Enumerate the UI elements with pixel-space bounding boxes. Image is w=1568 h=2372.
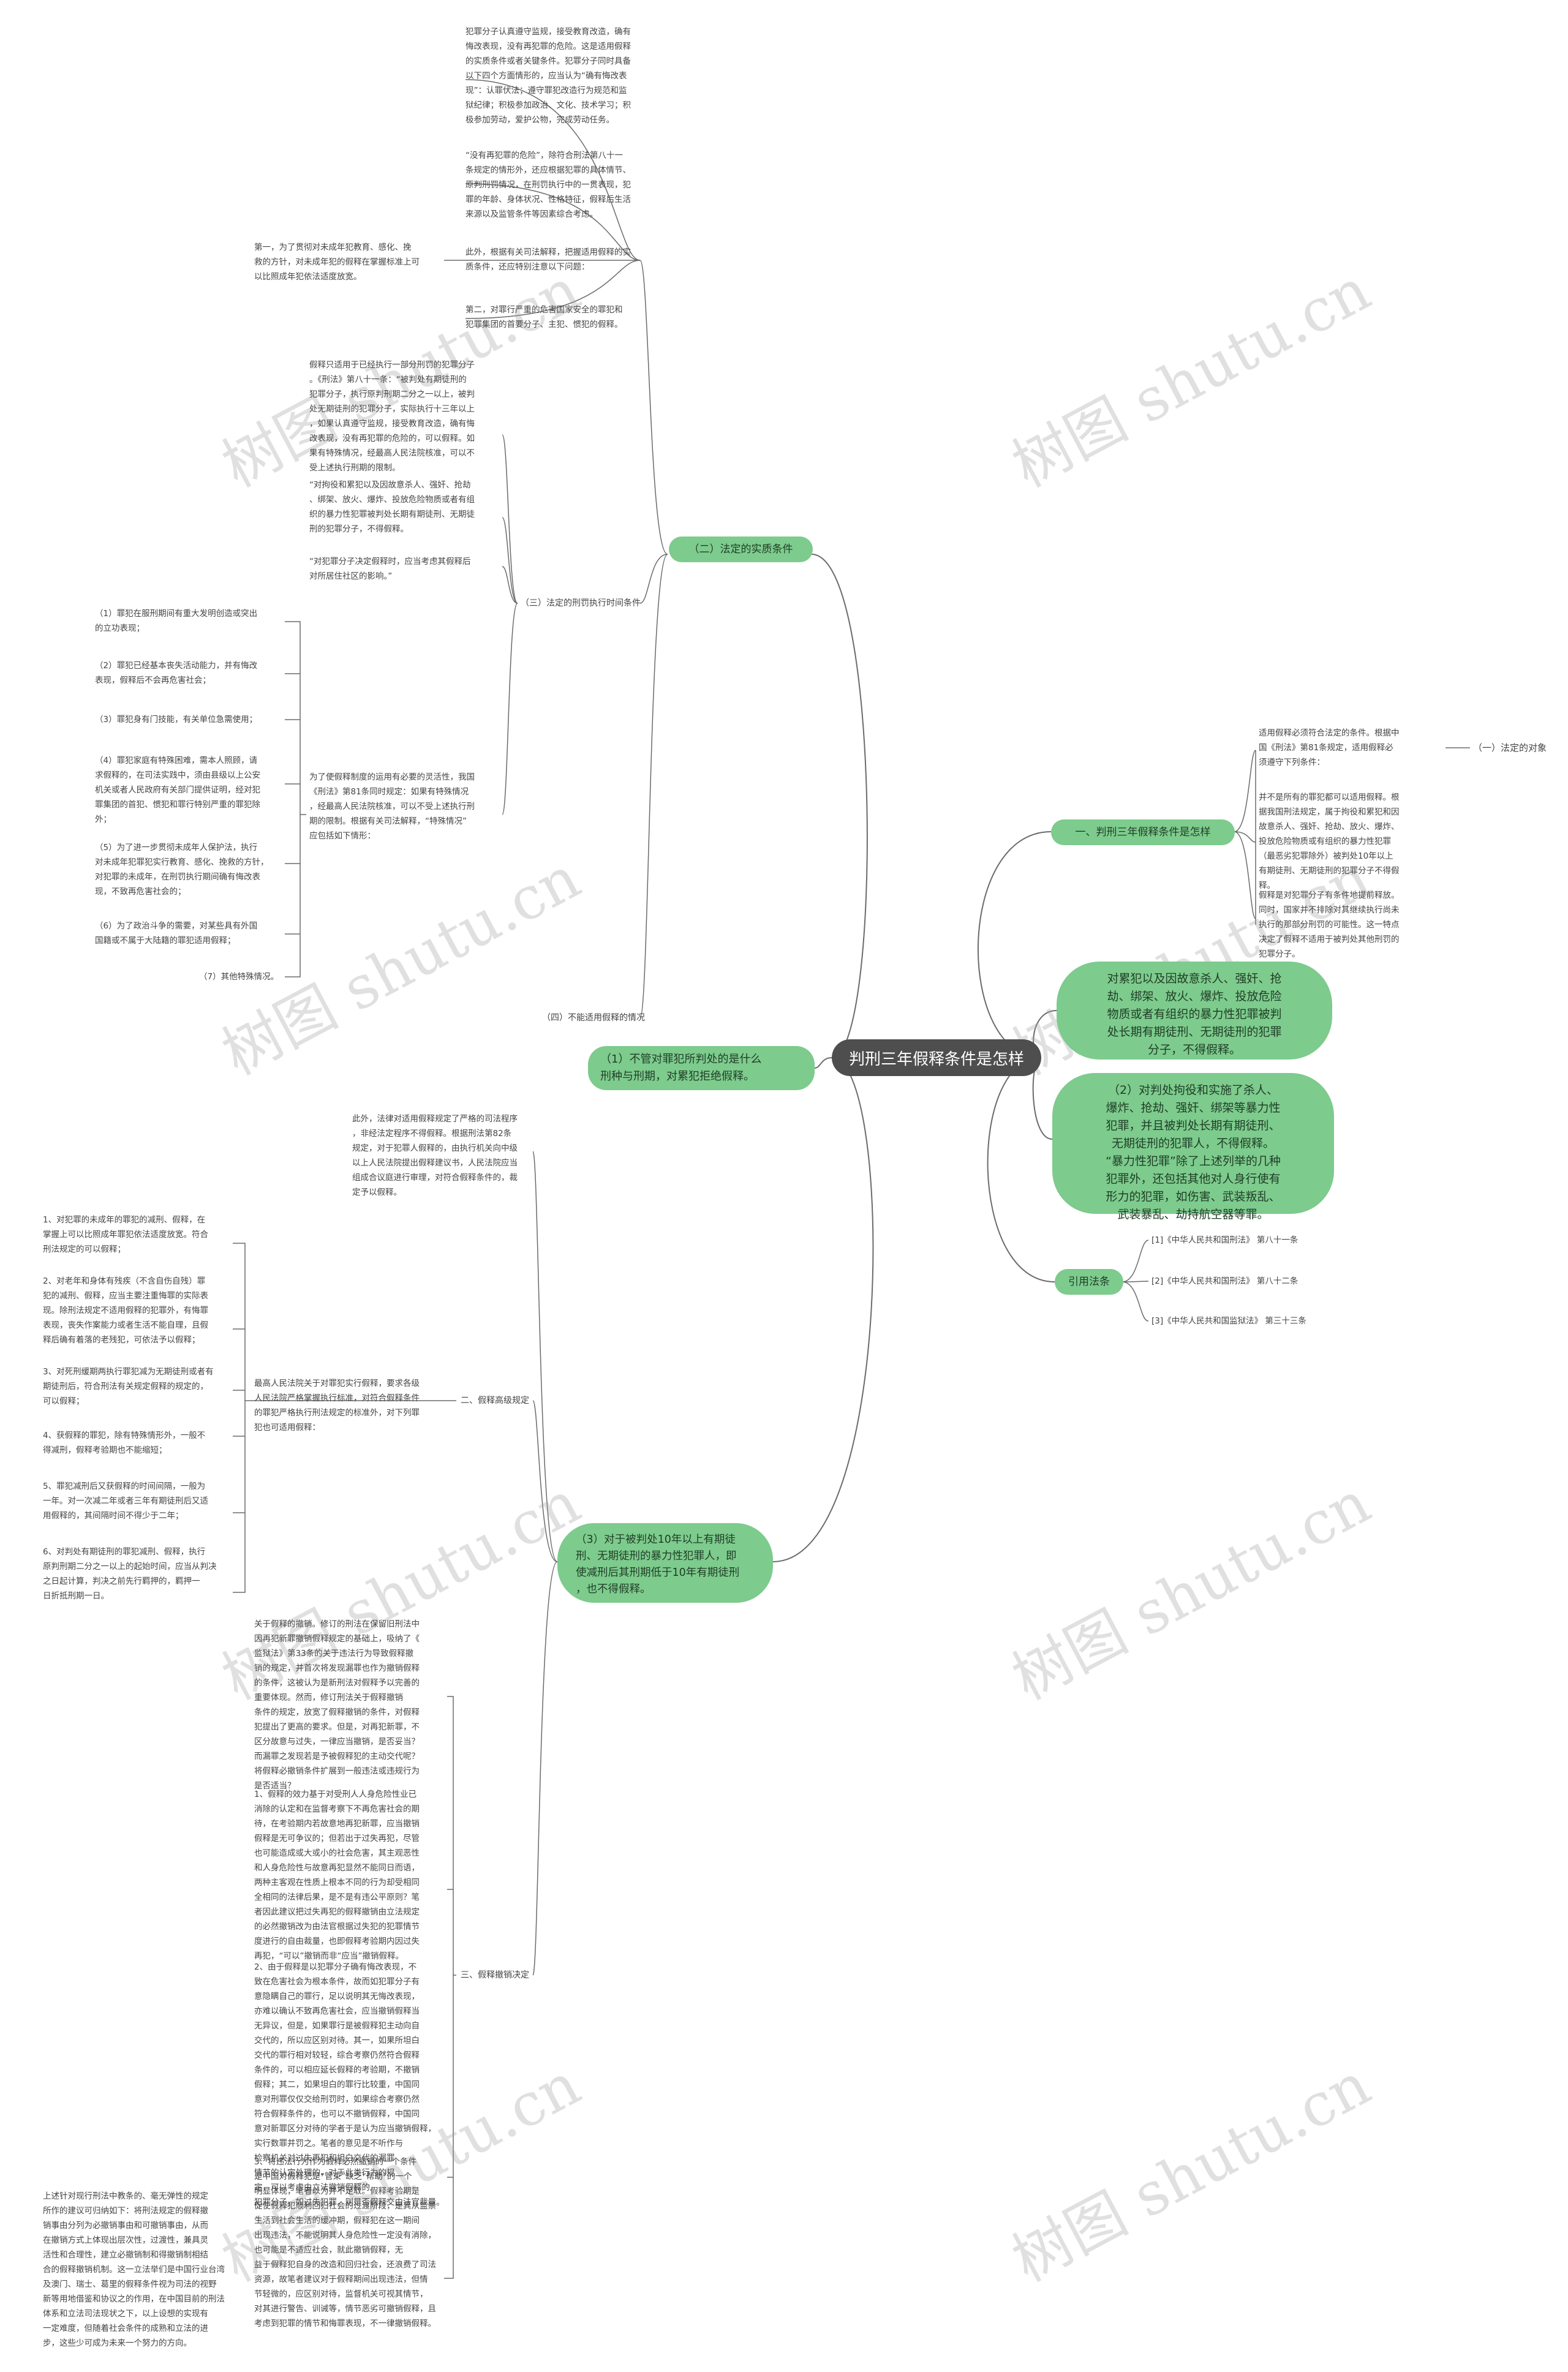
text-no-reoffend-risk: “没有再犯罪的危险”，除符合刑法第八十一 条规定的情形外，还应根据犯罪的具体情节… — [466, 151, 631, 219]
high-provision-item: 1、对犯罪的未成年的罪犯的减刑、假释，在 掌握上可以比照成年罪犯依法适度放宽。符… — [43, 1215, 208, 1254]
node-violent-crime-no-parole[interactable]: （2）对判处拘役和实施了杀人、 爆炸、抢劫、强奸、绑架等暴力性 犯罪，并且被判处… — [1052, 1073, 1334, 1221]
special-item: （4）罪犯家庭有特殊困难，需本人照顾，请 求假释的，在司法实践中，须由县级以上公… — [95, 756, 260, 824]
special-item: （7）其他特殊情况。 — [199, 972, 279, 982]
label-parole-revocation[interactable]: 三、假释撤销决定 — [461, 1970, 529, 1980]
special-item: （2）罪犯已经基本丧失活动能力，并有悔改 表现，假释后不会再危害社会； — [95, 661, 258, 685]
text-revocation-intro: 关于假释的撤销。修订的刑法在保留旧刑法中 因再犯新罪撤销假释规定的基础上，吸纳了… — [254, 1619, 420, 1791]
ref-item[interactable]: [2]《中华人民共和国刑法》 第八十二条 — [1152, 1276, 1298, 1286]
label-not-applicable[interactable]: （四）不能适用假释的情况 — [542, 1013, 645, 1023]
ref-item[interactable]: [3]《中华人民共和国监狱法》 第三十三条 — [1152, 1316, 1306, 1326]
text-repentance: 犯罪分子认真遵守监规，接受教育改造，确有 悔改表现，没有再犯罪的危险。这是适用假… — [466, 27, 631, 125]
conditions-text-2: 并不是所有的罪犯都可以适用假释。根 据我国刑法规定，属于拘役和累犯和因 故意杀人… — [1259, 793, 1400, 890]
special-item: （1）罪犯在服刑期间有重大发明创造或突出 的立功表现； — [95, 609, 258, 633]
node-recidivist-any-sentence[interactable]: （1）不管对罪犯所判处的是什么 刑种与刑期，对累犯拒绝假释。 — [588, 1046, 815, 1090]
text-partial-sentence: 假释只适用于已经执行一部分刑罚的犯罪分子 。《刑法》第八十一条：“被判处有期徒刑… — [309, 360, 475, 473]
high-provision-item: 2、对老年和身体有残疾（不含自伤自残）罪 犯的减刑、假释，应当主要注重悔罪的实际… — [43, 1276, 208, 1345]
high-provision-item: 4、获假释的罪犯，除有特殊情形外，一般不 得减刑，假释考验期也不能缩短； — [43, 1431, 206, 1455]
label-parole-high-provisions[interactable]: 二、假释高级规定 — [461, 1396, 529, 1406]
branch-cited-laws[interactable]: 引用法条 — [1055, 1269, 1123, 1295]
text-procedure: 此外，法律对适用假释规定了严格的司法程序 ，非经法定程序不得假释。根据刑法第82… — [352, 1114, 518, 1197]
label-execution-time-condition[interactable]: （三）法定的刑罚执行时间条件 — [521, 598, 641, 608]
text-revocation-item-1: 1、假释的效力基于对受刑人人身危险性业已 消除的认定和在监督考察下不再危害社会的… — [254, 1790, 420, 1961]
text-revocation-item-3: 3、将违法行为作为假释必然撤销的一个条件 是中国对假释犯是“管束”缺乏“帮助”的… — [254, 2157, 436, 2329]
text-special-circumstances: 为了使假释制度的运用有必要的灵活性，我国 《刑法》第81条同时规定：如果有特殊情… — [309, 772, 475, 841]
special-item: （5）为了进一步贯彻未成年人保护法，执行 对未成年犯罪犯实行教育、感化、挽救的方… — [95, 843, 269, 897]
text-first-juvenile: 第一，为了贯彻对未成年犯教育、感化、挽 救的方针，对未成年犯的假释在掌握标准上可… — [254, 243, 420, 282]
node-ten-year-violent[interactable]: （3）对于被判处10年以上有期徒 刑、无期徒刑的暴力性犯罪人，即 使减刑后其刑期… — [557, 1523, 773, 1603]
node-recidivist-no-parole[interactable]: 对累犯以及因故意杀人、强奸、抢 劫、绑架、放火、爆炸、投放危险 物质或者有组织的… — [1057, 962, 1332, 1060]
branch-substantive-conditions[interactable]: （二）法定的实质条件 — [669, 537, 813, 562]
text-community-impact: “对犯罪分子决定假释时，应当考虑其假释后 对所居住社区的影响。” — [309, 557, 471, 581]
special-item: （6）为了政治斗争的需要，对某些具有外国 国籍或不属于大陆籍的罪犯适用假释； — [95, 921, 258, 946]
high-provision-item: 6、对判处有期徒刑的罪犯减刑、假释，执行 原判刑期二分之一以上的起始时间，应当从… — [43, 1547, 217, 1601]
high-provision-item: 5、罪犯减刑后又获假释的时间间隔，一般为 一年。对一次减二年或者三年有期徒刑后又… — [43, 1482, 208, 1521]
text-violent-exclusion: “对拘役和累犯以及因故意杀人、强奸、抢劫 、绑架、放火、爆炸、投放危险物质或者有… — [309, 480, 475, 534]
conditions-sub-legal-object[interactable]: （一）法定的对象 — [1473, 742, 1547, 753]
text-supreme-court-intro: 最高人民法院关于对罪犯实行假释，要求各级 人民法院严格掌握执行标准，对符合假释条… — [254, 1379, 420, 1433]
ref-item[interactable]: [1]《中华人民共和国刑法》 第八十一条 — [1152, 1235, 1298, 1245]
high-provision-item: 3、对死刑缓期两执行罪犯减为无期徒刑或者有 期徒刑后，符合刑法有关规定假释的规定… — [43, 1367, 214, 1406]
conditions-text-1: 适用假释必须符合法定的条件。根据中 国《刑法》第81条规定，适用假释必 须遵守下… — [1259, 728, 1400, 767]
text-second-serious: 第二，对罪行严重的危害国家安全的罪犯和 犯罪集团的首要分子、主犯、惯犯的假释。 — [466, 305, 623, 329]
text-judicial-notes: 此外，根据有关司法解释，把握适用假释的实 质条件，还应特别注意以下问题： — [466, 247, 631, 272]
conditions-text-3: 假释是对犯罪分子有条件地提前释放。 同时，国家并不排除对其继续执行尚未 执行的那… — [1259, 890, 1400, 959]
text-revocation-item-2: 2、由于假释是以犯罪分子确有悔改表现，不 致在危害社会为根本条件，故而如犯罪分子… — [254, 1962, 445, 2207]
text-revocation-summary: 上述针对现行刑法中教条的、毫无弹性的规定 所作的建议可归纳如下：将刑法规定的假释… — [43, 2191, 225, 2348]
root-node[interactable]: 判刑三年假释条件是怎样 — [832, 1039, 1041, 1076]
special-item: （3）罪犯身有门技能，有关单位急需使用； — [95, 715, 258, 725]
branch-conditions[interactable]: 一、判刑三年假释条件是怎样 — [1051, 819, 1235, 845]
